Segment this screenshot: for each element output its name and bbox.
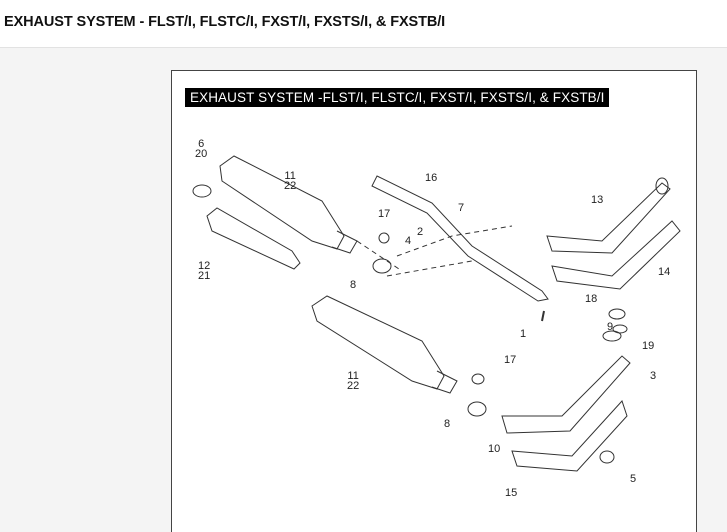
callout-14: 14 (658, 266, 671, 278)
callout-8-lower: 8 (444, 418, 451, 430)
callout-19: 19 (642, 340, 655, 352)
callout-15: 15 (505, 487, 518, 499)
exhaust-diagram[interactable]: EXHAUST SYSTEM -FLST/I, FLSTC/I, FXST/I,… (171, 70, 697, 532)
callout-17-lower: 17 (504, 354, 517, 366)
callout-8: 8 (350, 279, 357, 291)
callout-7: 7 (458, 202, 465, 214)
callout-3: 3 (650, 370, 657, 382)
callout-1: 1 (520, 328, 527, 340)
diagram-title: EXHAUST SYSTEM -FLST/I, FLSTC/I, FXST/I,… (185, 88, 610, 107)
callout-10: 10 (488, 443, 501, 455)
callout-2: 2 (417, 226, 424, 238)
callout-13: 13 (591, 194, 604, 206)
callout-16: 16 (425, 172, 438, 184)
callout-4: 4 (405, 235, 412, 247)
callout-9: 9 (607, 321, 614, 333)
parts-drawing (192, 155, 681, 472)
callout-5: 5 (630, 473, 637, 485)
callout-18: 18 (585, 293, 598, 305)
page-title: EXHAUST SYSTEM - FLST/I, FLSTC/I, FXST/I… (4, 14, 446, 30)
callout-17: 17 (378, 208, 391, 220)
